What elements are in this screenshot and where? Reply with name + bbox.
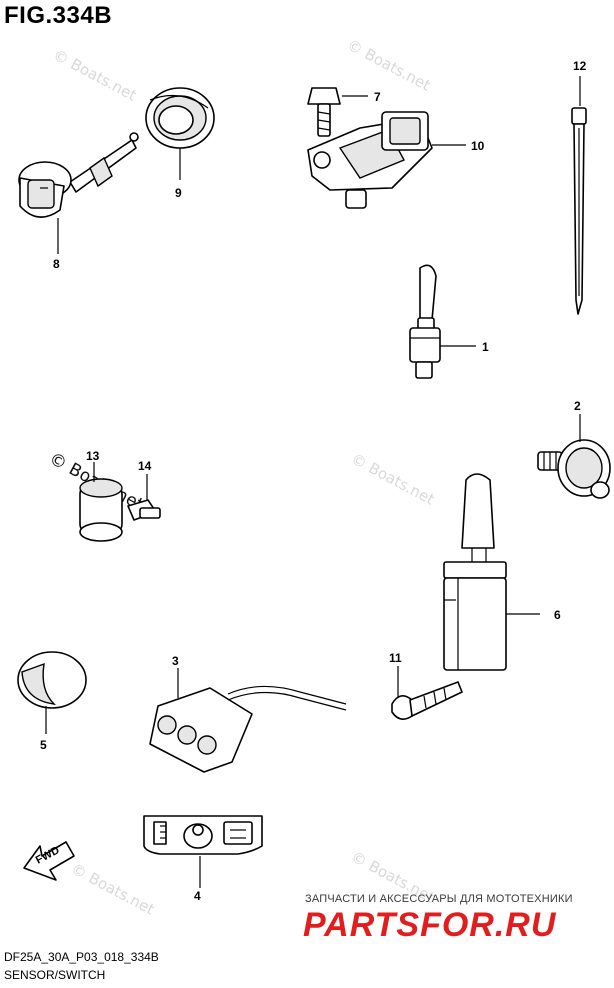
part-10-label: 10 (471, 139, 485, 153)
part-8-label: 8 (53, 257, 60, 271)
part-4-label: 4 (194, 889, 201, 903)
part-6-label: 6 (554, 608, 561, 622)
watermark: © Boats.net (348, 450, 437, 509)
part-13-clamp (79, 478, 123, 542)
figure-code: DF25A_30A_P03_018_334B (4, 950, 159, 964)
shop-brand-logo: PARTSFOR.RU (303, 906, 557, 944)
part-5-label: 5 (40, 738, 47, 752)
part-14-label: 14 (138, 459, 152, 473)
part-9-label: 9 (175, 186, 182, 200)
part-7-label: 7 (374, 90, 381, 104)
part-6-switch (443, 473, 507, 671)
part-10-sensor (307, 111, 433, 209)
part-1-temp-sensor (409, 264, 441, 379)
part-7-bolt (307, 87, 341, 137)
part-11-bolt (391, 681, 463, 720)
watermark: © Boats.net (68, 860, 157, 919)
shop-subtitle: ЗАПЧАСТИ И АКСЕССУАРЫ ДЛЯ МОТОТЕХНИКИ (305, 893, 573, 905)
part-11-label: 11 (389, 651, 402, 665)
fig-title: FIG.334B (4, 2, 113, 29)
part-2-knock-sensor (537, 439, 611, 499)
fwd-arrow-icon: FWD (23, 841, 75, 881)
part-13-label: 13 (86, 449, 100, 463)
part-14-screw (127, 499, 161, 521)
part-1-label: 1 (482, 340, 489, 354)
part-3-label: 3 (172, 654, 179, 668)
part-4-indicator-label (143, 815, 263, 855)
part-12-cable-tie (571, 107, 587, 315)
part-12-label: 12 (573, 59, 587, 73)
watermark: © Boats.net (50, 46, 139, 105)
part-9-grommet (145, 87, 215, 149)
part-3-indicator-housing (149, 685, 347, 773)
figure-caption: SENSOR/SWITCH (4, 968, 106, 982)
watermark: © Boats.net (344, 36, 433, 95)
part-8-connector (18, 132, 139, 218)
part-5-cap (17, 651, 87, 709)
part-2-label: 2 (574, 399, 581, 413)
